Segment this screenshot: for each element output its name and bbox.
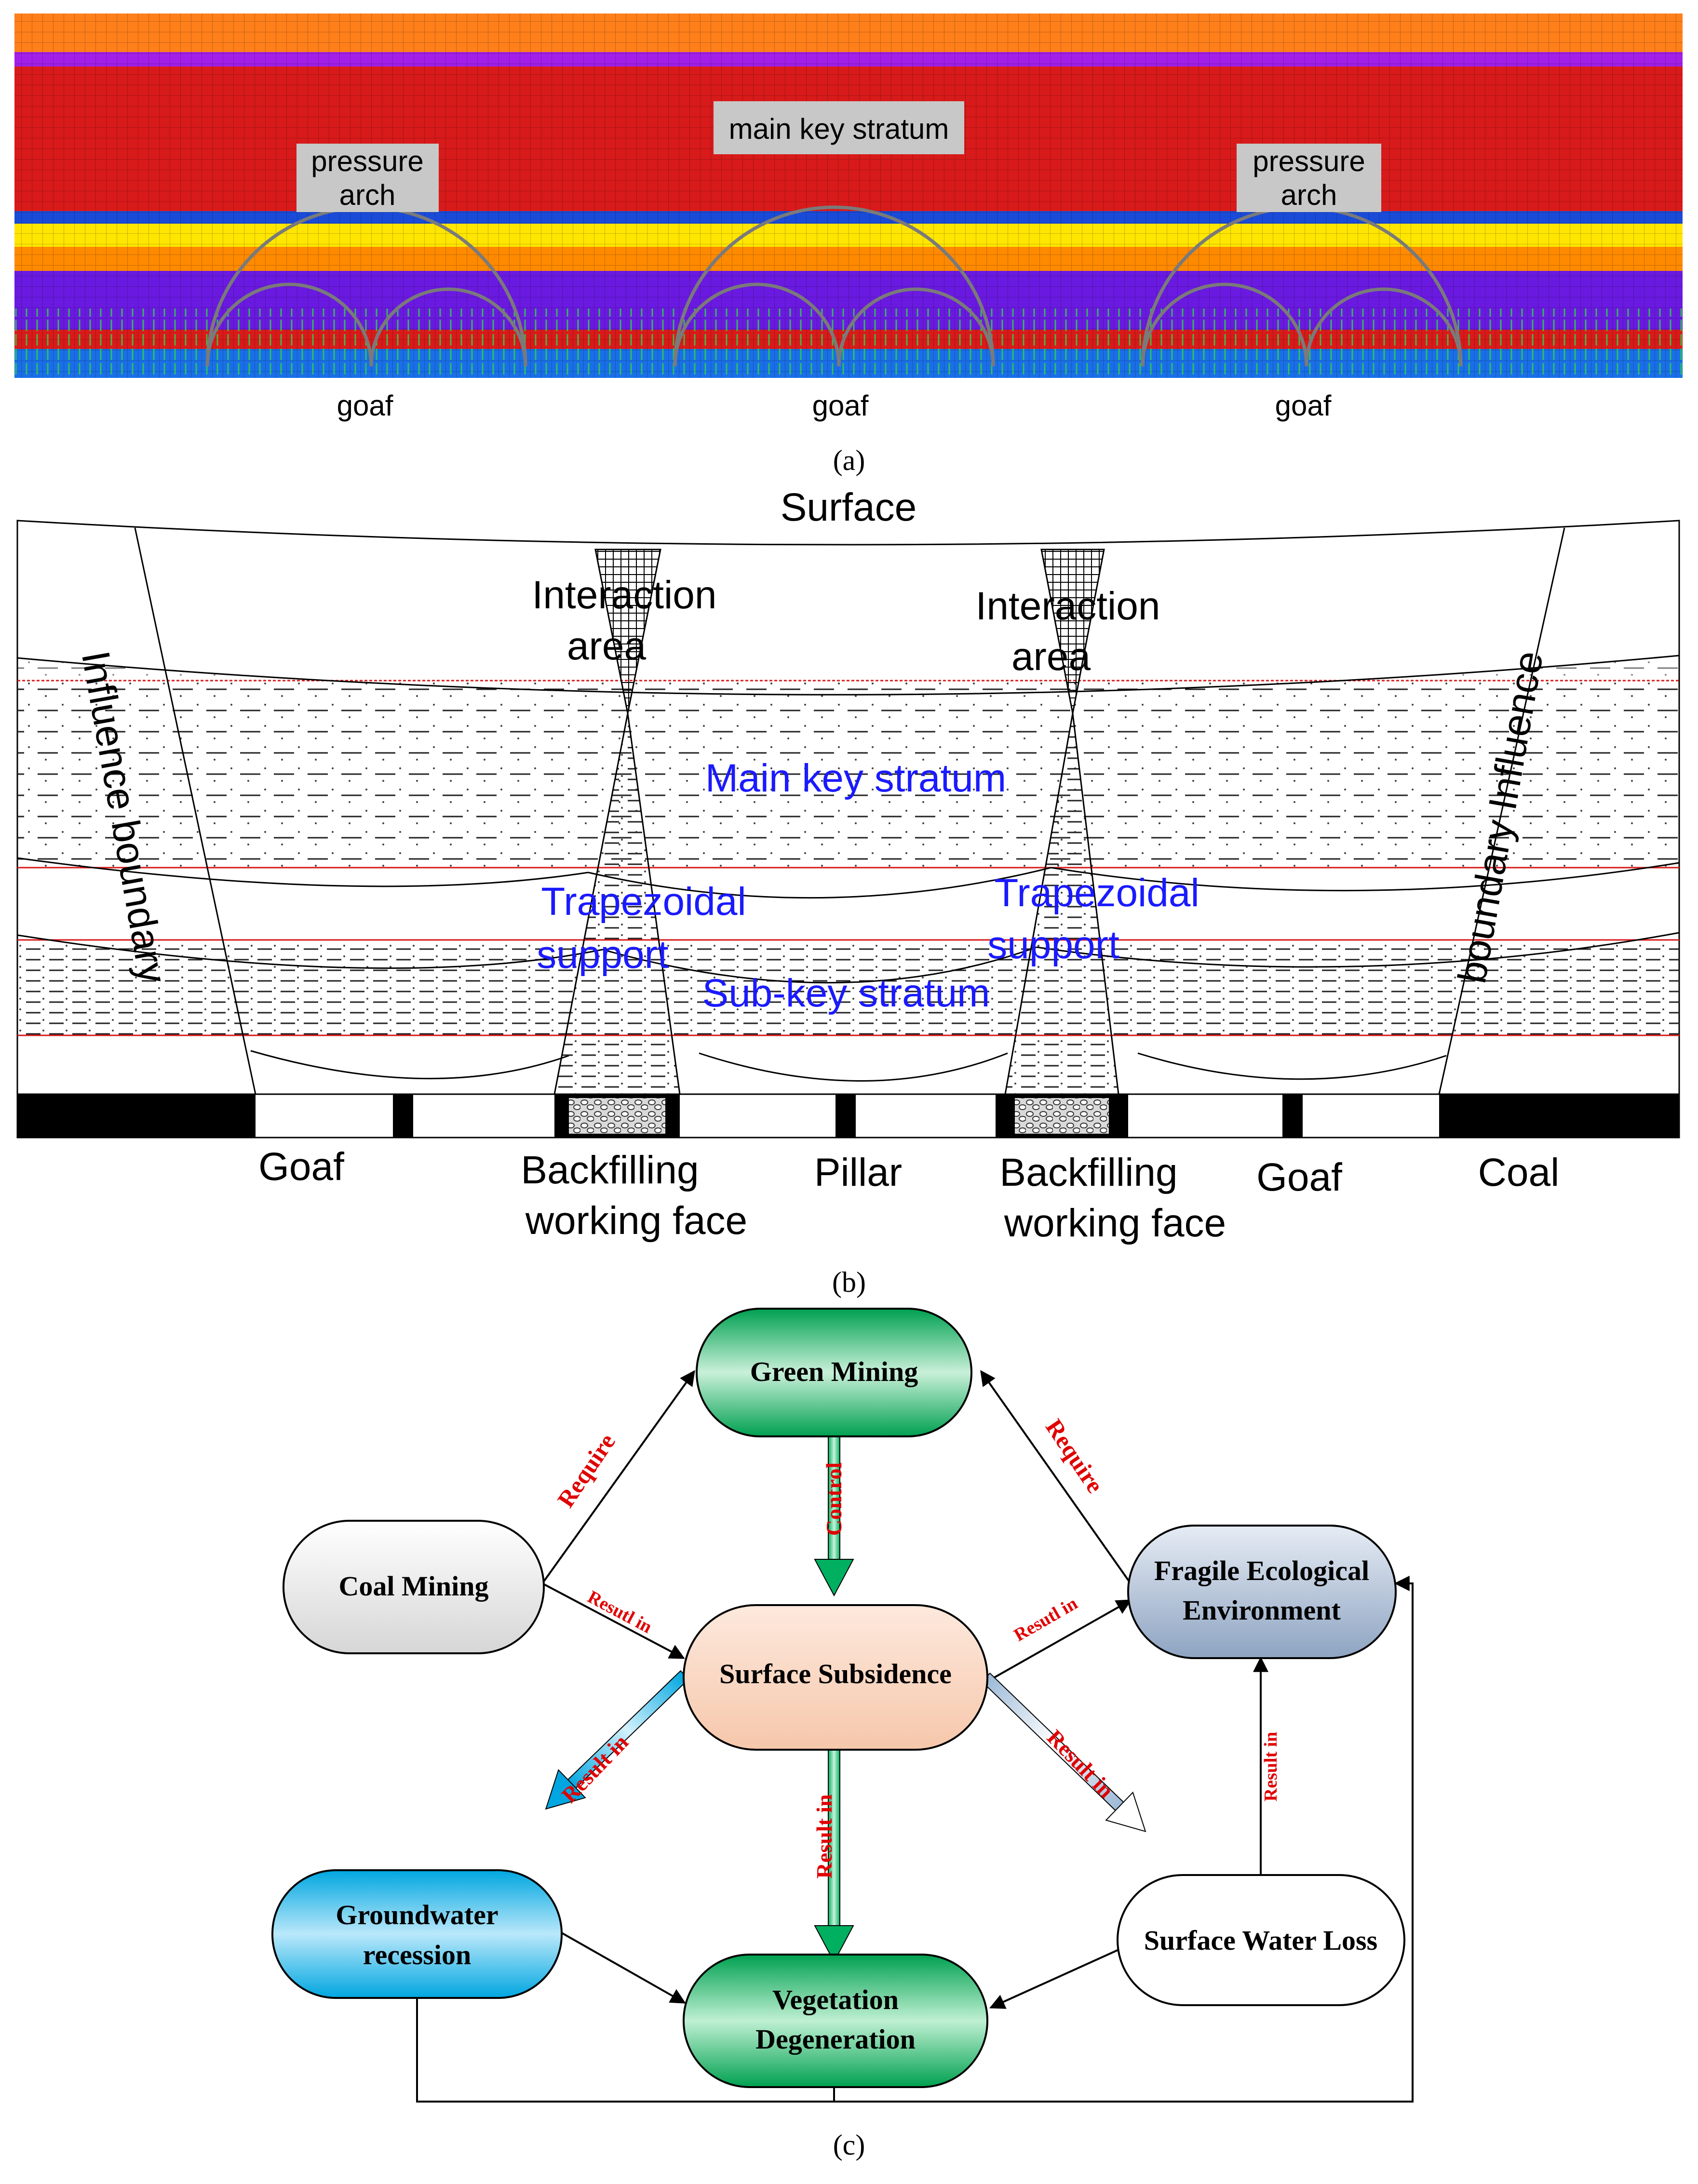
pressure-arch-left-line2: arch — [339, 179, 396, 211]
main-key-stratum-label-b: Main key stratum — [705, 756, 1006, 800]
node-coal-mining: Coal Mining — [283, 1520, 545, 1654]
panel-b-strata-schematic: Surface Interaction area Interaction are… — [16, 485, 1680, 1298]
main-key-stratum-label: main key stratum — [714, 101, 964, 154]
edge-label-coal-require: Require — [552, 1429, 620, 1512]
goaf-right-label: Goaf — [1256, 1155, 1342, 1199]
pressure-arch-right-line1: pressure — [1253, 145, 1365, 177]
node-vegetation-degeneration: Vegetation Degeneration — [683, 1954, 988, 2088]
panel-a-caption: (a) — [833, 444, 865, 476]
trapezoidal-support-right-line2: support — [987, 923, 1119, 967]
node-groundwater-line2: recession — [363, 1939, 471, 1970]
coal-seam-row — [16, 1093, 1680, 1139]
arrow-vegetation — [814, 1749, 854, 1963]
sub-key-stratum-band — [17, 940, 1679, 1035]
edge-label-env-require: Require — [1040, 1414, 1109, 1498]
goaf-label-3: goaf — [1275, 389, 1332, 422]
backfilling-left-line2: working face — [525, 1199, 747, 1243]
displacement-vectors — [14, 308, 1683, 376]
trapezoidal-support-left-line2: support — [537, 933, 669, 977]
node-green-mining-label: Green Mining — [750, 1356, 918, 1387]
goaf-label-1: goaf — [337, 389, 393, 422]
goaf-left-label: Goaf — [258, 1145, 344, 1189]
node-groundwater-recession: Groundwater recession — [271, 1869, 563, 1999]
surface-label: Surface — [781, 485, 917, 529]
arrow-control — [814, 1436, 854, 1597]
panel-b-caption: (b) — [832, 1266, 866, 1298]
sub-key-stratum-label: Sub-key stratum — [702, 971, 990, 1015]
node-surface-subsidence-label: Surface Subsidence — [719, 1658, 952, 1689]
goaf-label-2: goaf — [812, 389, 869, 422]
interaction-area-left-line1: Interaction — [532, 573, 717, 617]
node-surface-water-loss-label: Surface Water Loss — [1144, 1925, 1377, 1956]
node-vegetation-line1: Vegetation — [772, 1984, 899, 2015]
upper-curve — [17, 655, 1680, 696]
edge-label-water-loss: Result in — [1042, 1725, 1119, 1803]
influence-boundary-lines — [134, 527, 1565, 1095]
node-surface-water-loss: Surface Water Loss — [1117, 1874, 1405, 2006]
thin-connectors — [416, 1370, 1414, 2103]
node-groundwater-line1: Groundwater — [336, 1899, 498, 1930]
pressure-arch-label-left: pressure arch — [296, 144, 439, 212]
edge-label-groundwater: Result in — [557, 1730, 633, 1808]
backfilling-right-line1: Backfilling — [999, 1151, 1177, 1194]
panel-c-flow-diagram: Green Mining Coal Mining Fragile Ecologi… — [271, 1308, 1414, 2161]
pillar-label: Pillar — [814, 1151, 902, 1194]
trapezoidal-support-right-line1: Trapezoidal — [994, 871, 1199, 915]
coal-label: Coal — [1478, 1151, 1560, 1194]
edge-label-vegetation: Result in — [812, 1794, 836, 1878]
arrow-water-loss — [981, 1672, 1146, 1833]
pressure-arch-left-line1: pressure — [311, 145, 423, 177]
edge-label-water-loss-env: Result in — [1261, 1732, 1281, 1802]
node-green-mining: Green Mining — [696, 1308, 972, 1437]
backfilling-right-line2: working face — [1004, 1201, 1226, 1245]
trapezoidal-support-left-line1: Trapezoidal — [541, 880, 746, 924]
stratum-red-lines — [17, 680, 1679, 1036]
node-vegetation-line2: Degeneration — [755, 2023, 916, 2055]
edge-label-control: Control — [822, 1462, 846, 1536]
subsidence-curves — [17, 857, 1680, 1082]
backfilling-left-line1: Backfilling — [521, 1148, 699, 1192]
panel-c-caption: (c) — [833, 2129, 865, 2161]
node-fragile-env-line1: Fragile Ecological — [1154, 1555, 1369, 1586]
stratum-layers — [14, 13, 1683, 378]
svg-text:main key stratum: main key stratum — [729, 113, 949, 145]
node-fragile-env-line2: Environment — [1183, 1594, 1341, 1626]
upper-soil-band — [17, 656, 1679, 695]
interaction-area-right-line2: area — [1011, 635, 1091, 679]
interaction-area-left-line2: area — [567, 624, 647, 668]
node-coal-mining-label: Coal Mining — [339, 1570, 489, 1602]
interaction-area-right-line1: Interaction — [976, 584, 1160, 628]
edge-label-subsidence-env: Resutl in — [1011, 1593, 1081, 1646]
main-key-stratum-band — [17, 681, 1679, 868]
panel-a-numerical-model: pressure arch main key stratum pressure … — [14, 13, 1683, 476]
node-surface-subsidence: Surface Subsidence — [683, 1604, 988, 1751]
pressure-arch-right-line2: arch — [1281, 179, 1337, 211]
node-fragile-environment: Fragile Ecological Environment — [1127, 1525, 1397, 1659]
pressure-arch-label-right: pressure arch — [1237, 144, 1381, 212]
